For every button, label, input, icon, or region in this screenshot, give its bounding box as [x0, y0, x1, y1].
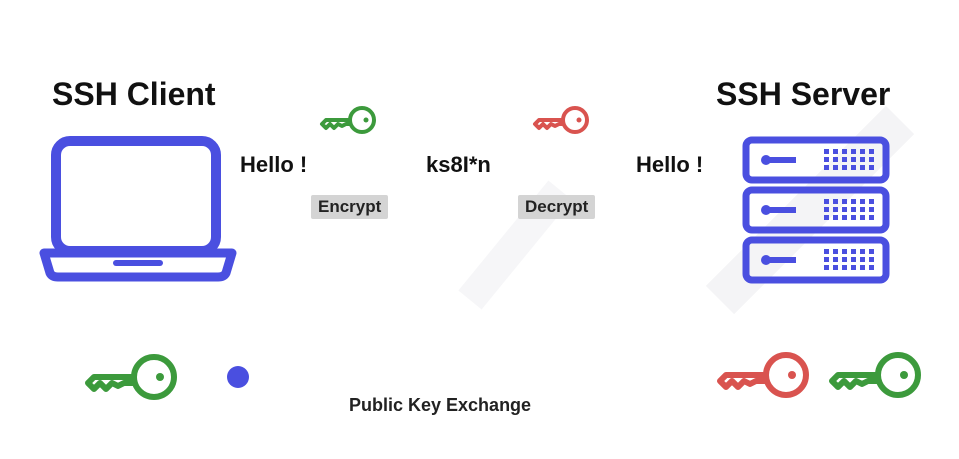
encryption-line	[222, 205, 725, 209]
server-indicator-light	[824, 215, 829, 220]
server-indicator-light	[851, 215, 856, 220]
key-exchange-line	[227, 366, 665, 388]
server-indicator-light	[869, 199, 874, 204]
client-message: Hello !	[240, 152, 308, 177]
laptop-icon	[39, 136, 237, 282]
server-indicator-light	[860, 257, 865, 262]
server-indicator-light	[833, 165, 838, 170]
server-indicator-light	[824, 165, 829, 170]
server-indicator-light	[869, 207, 874, 212]
server-private-key-icon	[717, 352, 809, 398]
server-indicator-light	[869, 165, 874, 170]
server-indicator-light	[869, 265, 874, 270]
server-indicator-light	[860, 199, 865, 204]
server-indicator-light	[842, 157, 847, 162]
server-indicator-light	[842, 215, 847, 220]
server-indicator-light	[860, 165, 865, 170]
server-indicator-light	[833, 199, 838, 204]
server-indicator-light	[842, 165, 847, 170]
server-indicator-light	[833, 215, 838, 220]
server-indicator-light	[824, 157, 829, 162]
server-indicator-light	[842, 249, 847, 254]
server-indicator-light	[842, 207, 847, 212]
server-indicator-light	[860, 215, 865, 220]
server-indicator-light	[851, 257, 856, 262]
server-title: SSH Server	[716, 76, 891, 112]
server-indicator-light	[824, 265, 829, 270]
server-indicator-light	[851, 207, 856, 212]
exchange-label: Public Key Exchange	[349, 395, 532, 415]
decrypt-label: Decrypt	[518, 195, 596, 219]
server-indicator-light	[842, 199, 847, 204]
key-icon-green	[320, 106, 376, 134]
server-indicator-light	[833, 149, 838, 154]
server-indicator-light	[860, 149, 865, 154]
server-indicator-light	[851, 265, 856, 270]
server-indicator-light	[860, 249, 865, 254]
server-indicator-light	[869, 157, 874, 162]
server-indicator-light	[851, 165, 856, 170]
server-indicator-light	[824, 207, 829, 212]
exchange-start-dot	[227, 366, 249, 388]
server-indicator-light	[860, 265, 865, 270]
server-indicator-light	[824, 249, 829, 254]
server-indicator-light	[833, 157, 838, 162]
server-indicator-light	[869, 215, 874, 220]
server-indicator-light	[824, 257, 829, 262]
server-indicator-light	[833, 257, 838, 262]
server-message: Hello !	[636, 152, 704, 177]
key-icon-red	[533, 106, 589, 134]
server-indicator-light	[842, 149, 847, 154]
server-indicator-light	[851, 157, 856, 162]
server-indicator-light	[833, 249, 838, 254]
client-title: SSH Client	[52, 76, 216, 112]
server-indicator-light	[851, 199, 856, 204]
server-indicator-light	[869, 149, 874, 154]
server-indicator-light	[842, 257, 847, 262]
server-indicator-light	[842, 265, 847, 270]
server-indicator-light	[869, 249, 874, 254]
server-indicator-light	[833, 265, 838, 270]
server-rack-icon	[742, 136, 890, 284]
encrypt-label: Encrypt	[311, 195, 389, 219]
server-indicator-light	[851, 149, 856, 154]
server-public-key-icon	[829, 352, 921, 398]
client-public-key-icon	[85, 354, 177, 400]
cipher-text: ks8I*n	[426, 152, 491, 177]
server-indicator-light	[860, 207, 865, 212]
server-indicator-light	[824, 199, 829, 204]
server-indicator-light	[833, 207, 838, 212]
server-indicator-light	[824, 149, 829, 154]
server-indicator-light	[869, 257, 874, 262]
server-indicator-light	[860, 157, 865, 162]
server-indicator-light	[851, 249, 856, 254]
